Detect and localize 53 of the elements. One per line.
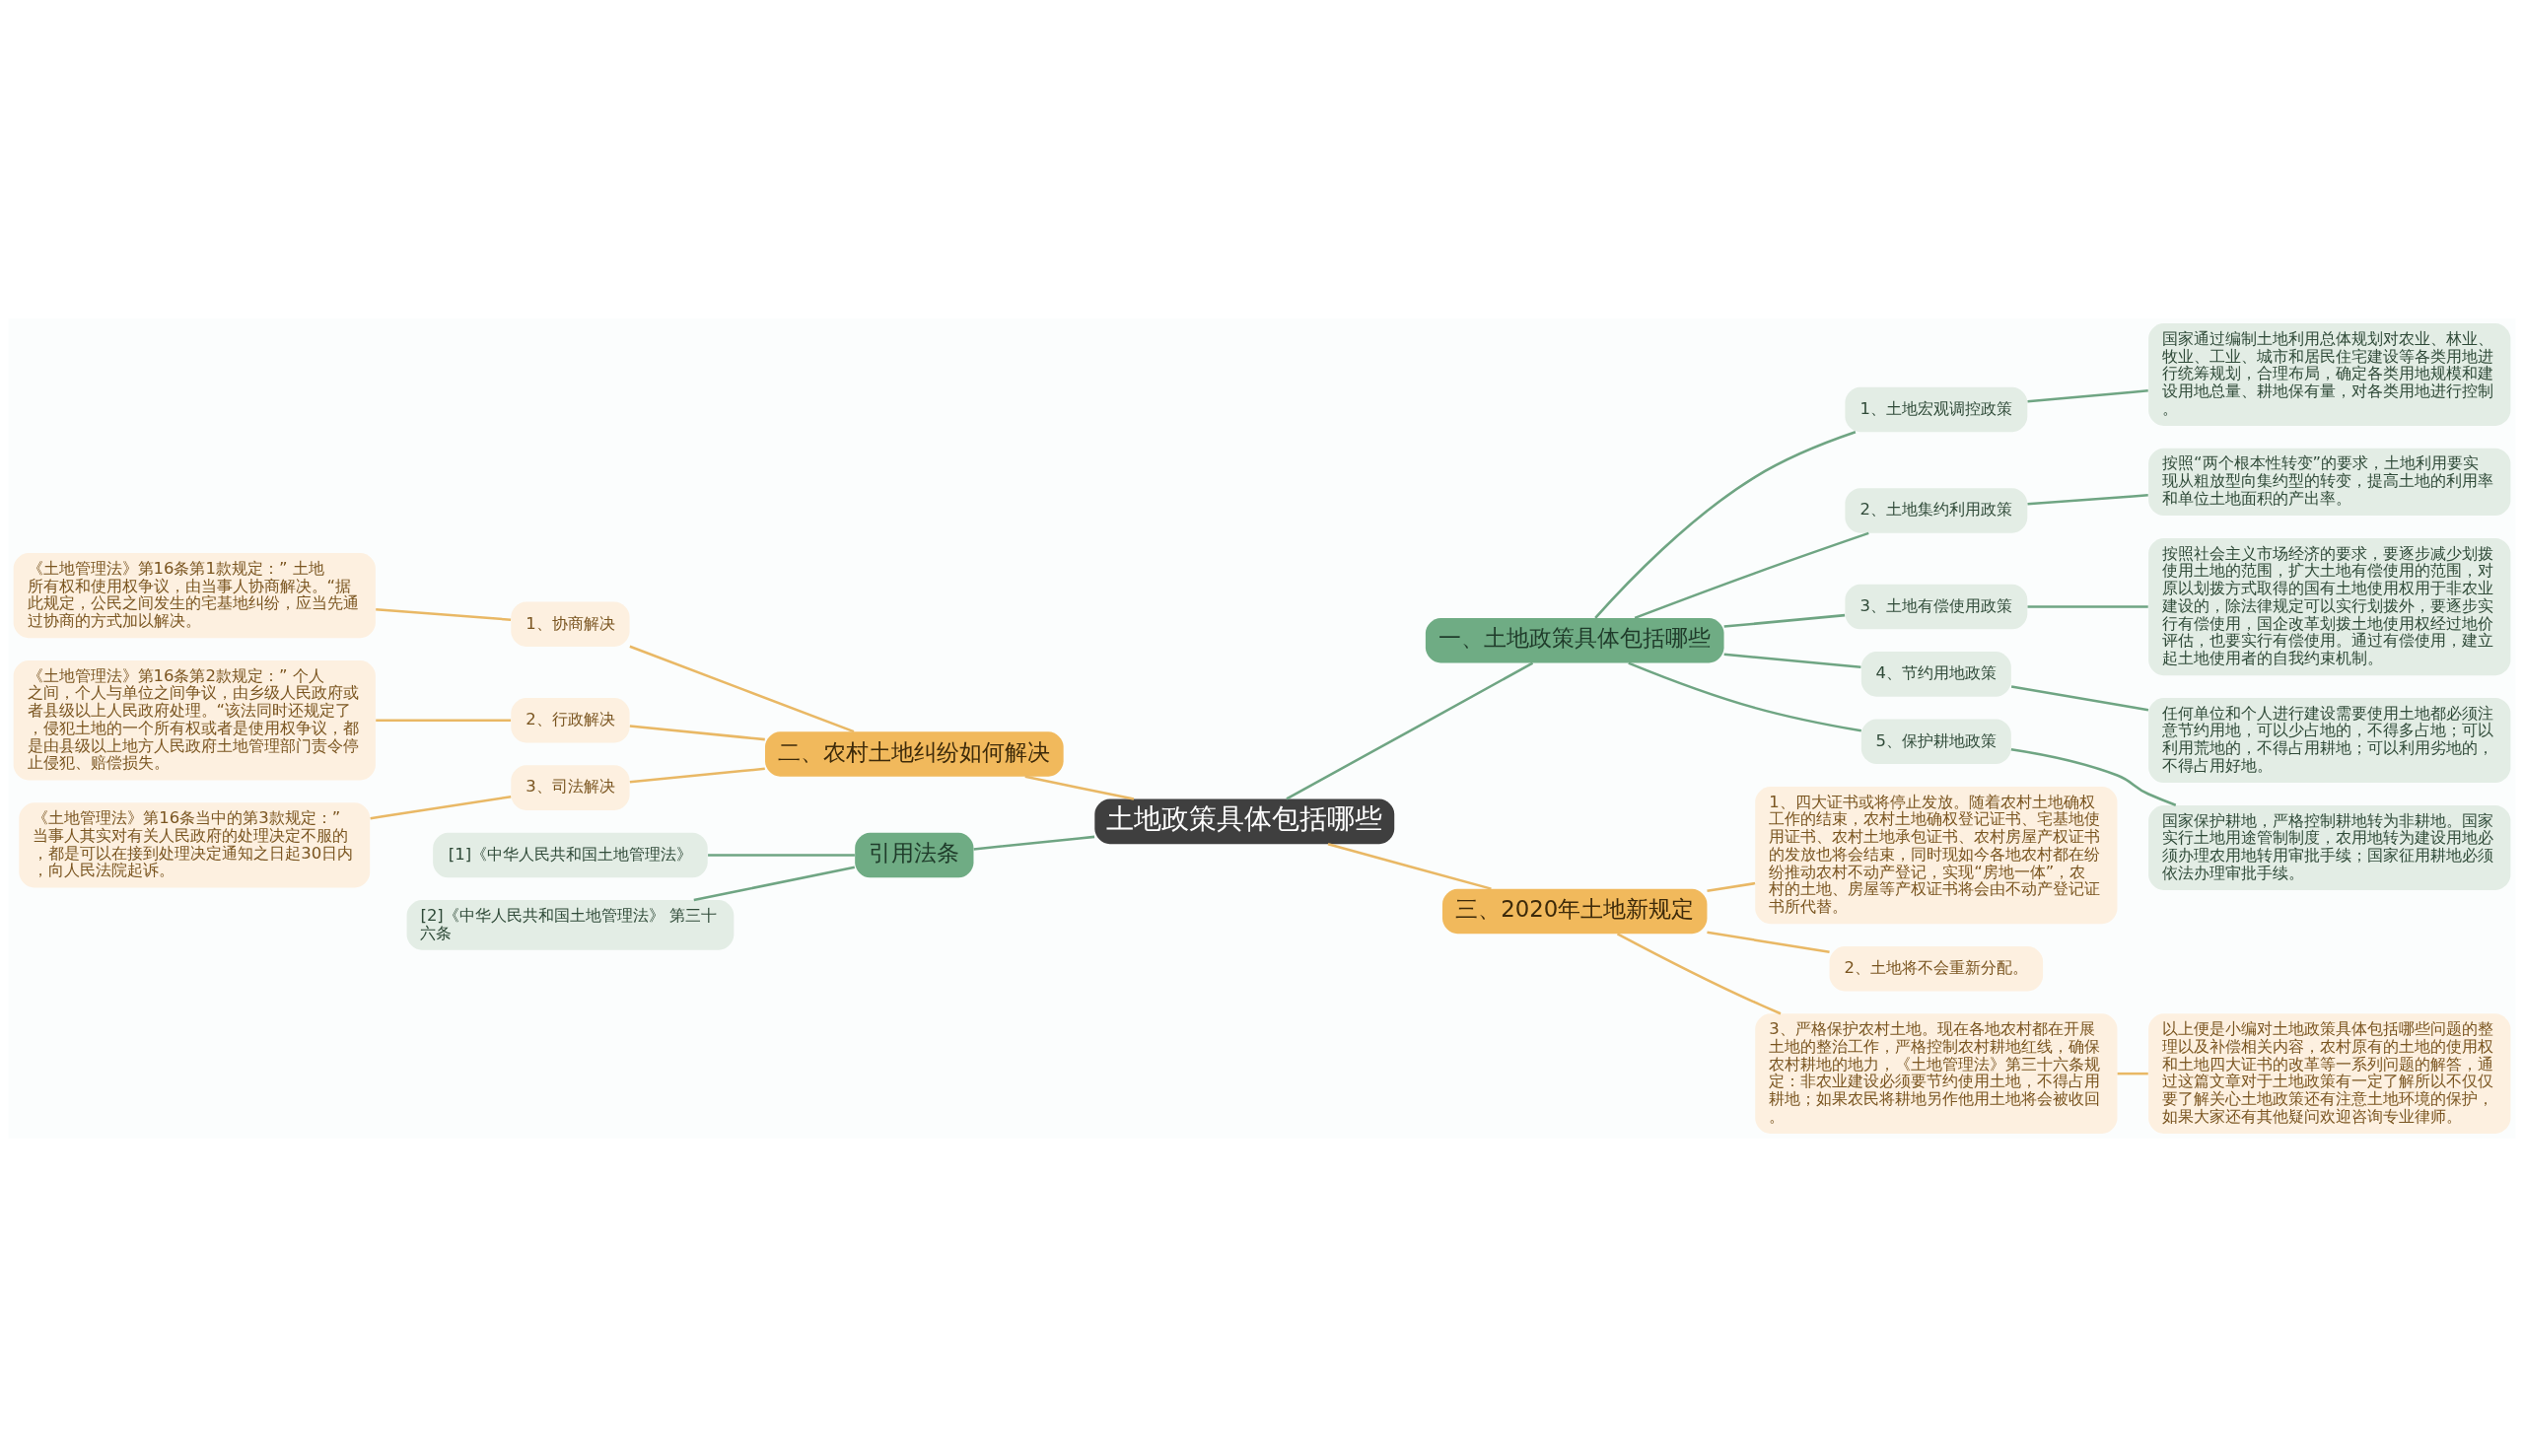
connector — [1286, 661, 1534, 800]
node-box: 按照社会主义市场经济的要求，要逐步减少划拨使用土地的范围，扩大土地有偿使用的范围，对原以划拨方式取得的国有土地使用权用于非农业建设的，除法律规定可以实行划拨外，要逐步实行有偿使用，国企改革划拨土地使用权经过地价评估，也要实行有偿使用。通过有偿使用，建立起土地使用者的自我约束机制。 — [2148, 537, 2511, 675]
node-box: 2、土地将不会重新分配。 — [1829, 945, 2044, 992]
node-box: 按照“两个根本性转变”的要求，土地利用要实现从粗放型向集约型的转变，提高土地的利用率和单位土地面积的产出率。 — [2148, 448, 2511, 516]
connector — [1723, 613, 1846, 628]
node-box: 3、土地有偿使用政策 — [1845, 584, 2028, 629]
connector — [2010, 684, 2149, 711]
node-box: 国家通过编制土地利用总体规划对农业、林业、牧业、工业、城市和居民住宅建设等各类用地进行统筹规划，合理布局，确定各类用地规模和建设用地总量、耕地保有量，对各类用地进行控制。 — [2148, 322, 2511, 426]
node-box: 1、四大证书或将停止发放。随着农村土地确权工作的结束，农村土地确权登记证书、宅基地使用证书、农村土地承包证书、农村房屋产权证书的发放也将会结束，同时现如今各地农村都在纷纷推动农村不动产登记，实现“房地一体”，农村的土地、房屋等产权证书将会由不动产登记证书所代替。 — [1755, 786, 2118, 924]
connector — [973, 835, 1095, 851]
connector — [693, 865, 856, 901]
connector — [2027, 388, 2148, 403]
connector — [1628, 660, 1861, 732]
connector — [2027, 604, 2148, 608]
node-box: 《土地管理法》第16条第2款规定：” 个人之间，个人与单位之间争议，由乡级人民政府或者县级以上人民政府处理。“该法同时还规定了，侵犯土地的一个所有权或者是使用权争议，都是由县级以上地方人民政府土地管理部门责令停止侵犯、赔偿损失。 — [13, 659, 376, 781]
connector — [629, 724, 765, 740]
connector — [1723, 653, 1861, 668]
node-box: 任何单位和个人进行建设需要使用土地都必须注意节约用地，可以少占地的，不得多占地；可以利用荒地的，不得占用耕地；可以利用劣地的，不得占用好地。 — [2148, 697, 2511, 783]
node-box: 《土地管理法》第16条第1款规定：” 土地所有权和使用权争议，由当事人协商解决。“据此规定，公民之间发生的宅基地纠纷，应当先通过协商的方式加以解决。 — [13, 552, 376, 638]
connector — [2027, 493, 2148, 506]
connector — [2117, 1072, 2148, 1075]
connector — [1634, 531, 1869, 619]
node-box: 3、司法解决 — [511, 764, 630, 810]
connector — [376, 607, 512, 621]
node-box: 以上便是小编对土地政策具体包括哪些问题的整理以及补偿相关内容，农村原有的土地的使用权和土地四大证书的改革等一系列问题的解答，通过这篇文章对于土地政策有一定了解所以不仅仅要了解关心土地政策还有注意土地环境的保护，如果大家还有其他疑问欢迎咨询专业律师。 — [2148, 1012, 2511, 1134]
node-box: 一、土地政策具体包括哪些 — [1425, 617, 1724, 662]
connector — [629, 645, 855, 732]
node-box: 4、节约用地政策 — [1860, 651, 2011, 697]
node-box: 引用法条 — [855, 832, 974, 877]
node-box: 《土地管理法》第16条当中的第3款规定：” 当事人其实对有关人民政府的处理决定不服的，都是可以在接到处理决定通知之日起30日内，向人民法院起诉。 — [19, 801, 371, 887]
connector — [370, 795, 512, 819]
node-box: 二、农村土地纠纷如何解决 — [765, 730, 1064, 777]
node-box: 1、土地宏观调控政策 — [1845, 386, 2028, 432]
connector — [2010, 747, 2177, 806]
connector — [629, 767, 765, 784]
connector — [1616, 932, 1782, 1014]
node-box: 国家保护耕地，严格控制耕地转为非耕地。国家实行土地用途管制制度，农用地转为建设用地必须办理农用地转用审批手续；国家征用耕地必须依法办理审批手续。 — [2148, 804, 2511, 890]
node-box: 1、协商解决 — [511, 600, 630, 647]
connector — [1707, 931, 1830, 953]
node-box: 2、行政解决 — [511, 697, 630, 743]
connector — [376, 719, 512, 722]
node-box: 2、土地集约利用政策 — [1845, 487, 2028, 533]
node-box: [1]《中华人民共和国土地管理法》 — [433, 832, 708, 877]
node-box: 三、2020年土地新规定 — [1442, 888, 1708, 934]
node-box: 5、保护耕地政策 — [1860, 719, 2011, 764]
node-box: 3、严格保护农村土地。现在各地农村都在开展土地的整治工作，严格控制农村耕地红线，确保农村耕地的地力，《土地管理法》第三十六条规定：非农业建设必须要节约使用土地，不得占用耕地；如果农民将耕地另作他用土地将会被收回。 — [1755, 1012, 2118, 1134]
connector — [1707, 881, 1756, 892]
connector — [1024, 775, 1135, 800]
connector — [1594, 430, 1857, 619]
connector — [708, 853, 855, 857]
connector — [1327, 842, 1492, 890]
node-box: [2]《中华人民共和国土地管理法》 第三十六条 — [406, 899, 735, 950]
node-box: 土地政策具体包括哪些 — [1094, 798, 1395, 844]
